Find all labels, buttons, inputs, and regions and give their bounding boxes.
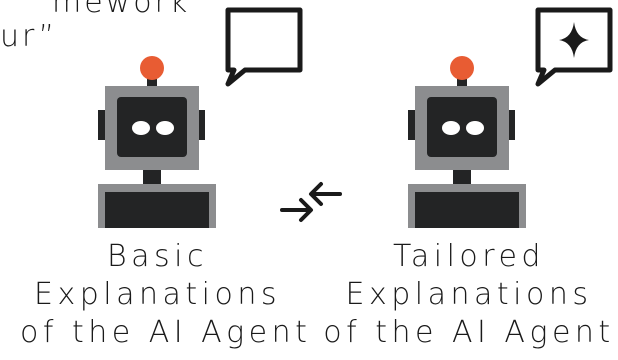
basic-explanations-caption: Basic Explanations of the AI Agent bbox=[20, 238, 312, 352]
antenna-icon bbox=[450, 56, 474, 86]
left-ear bbox=[408, 110, 415, 140]
robot-eye-right bbox=[466, 121, 484, 135]
robot-eye-left bbox=[132, 121, 150, 135]
robot-eye-left bbox=[442, 121, 460, 135]
robot-face bbox=[117, 97, 187, 157]
exchange-arrows-icon bbox=[280, 182, 342, 222]
right-ear bbox=[198, 110, 205, 140]
tailored-explanations-caption: Tailored Explanations of the AI Agent bbox=[322, 238, 616, 352]
right-ear bbox=[508, 110, 515, 140]
left-ear bbox=[98, 110, 105, 140]
speech-bubble-icon bbox=[225, 7, 303, 87]
robot-chest bbox=[105, 192, 209, 228]
title-fragment-2: ur” bbox=[0, 19, 58, 54]
robot-neck bbox=[143, 170, 161, 184]
sparkle-icon bbox=[559, 22, 589, 58]
caption-line-3: of the AI Agent bbox=[20, 315, 312, 350]
antenna-icon bbox=[140, 56, 164, 86]
robot-eye-right bbox=[156, 121, 174, 135]
caption-line-1: Basic bbox=[107, 239, 208, 274]
robot-chest bbox=[415, 192, 519, 228]
tailored-robot-illustration bbox=[408, 7, 613, 228]
title-fragment-1: mework bbox=[52, 0, 191, 20]
caption-line-1: Tailored bbox=[393, 239, 545, 274]
caption-line-3: of the AI Agent bbox=[323, 315, 615, 350]
caption-line-2: Explanations bbox=[34, 277, 281, 312]
robot-neck bbox=[453, 170, 471, 184]
robot-face bbox=[427, 97, 497, 157]
basic-robot-illustration bbox=[98, 7, 303, 228]
caption-line-2: Explanations bbox=[345, 277, 593, 312]
